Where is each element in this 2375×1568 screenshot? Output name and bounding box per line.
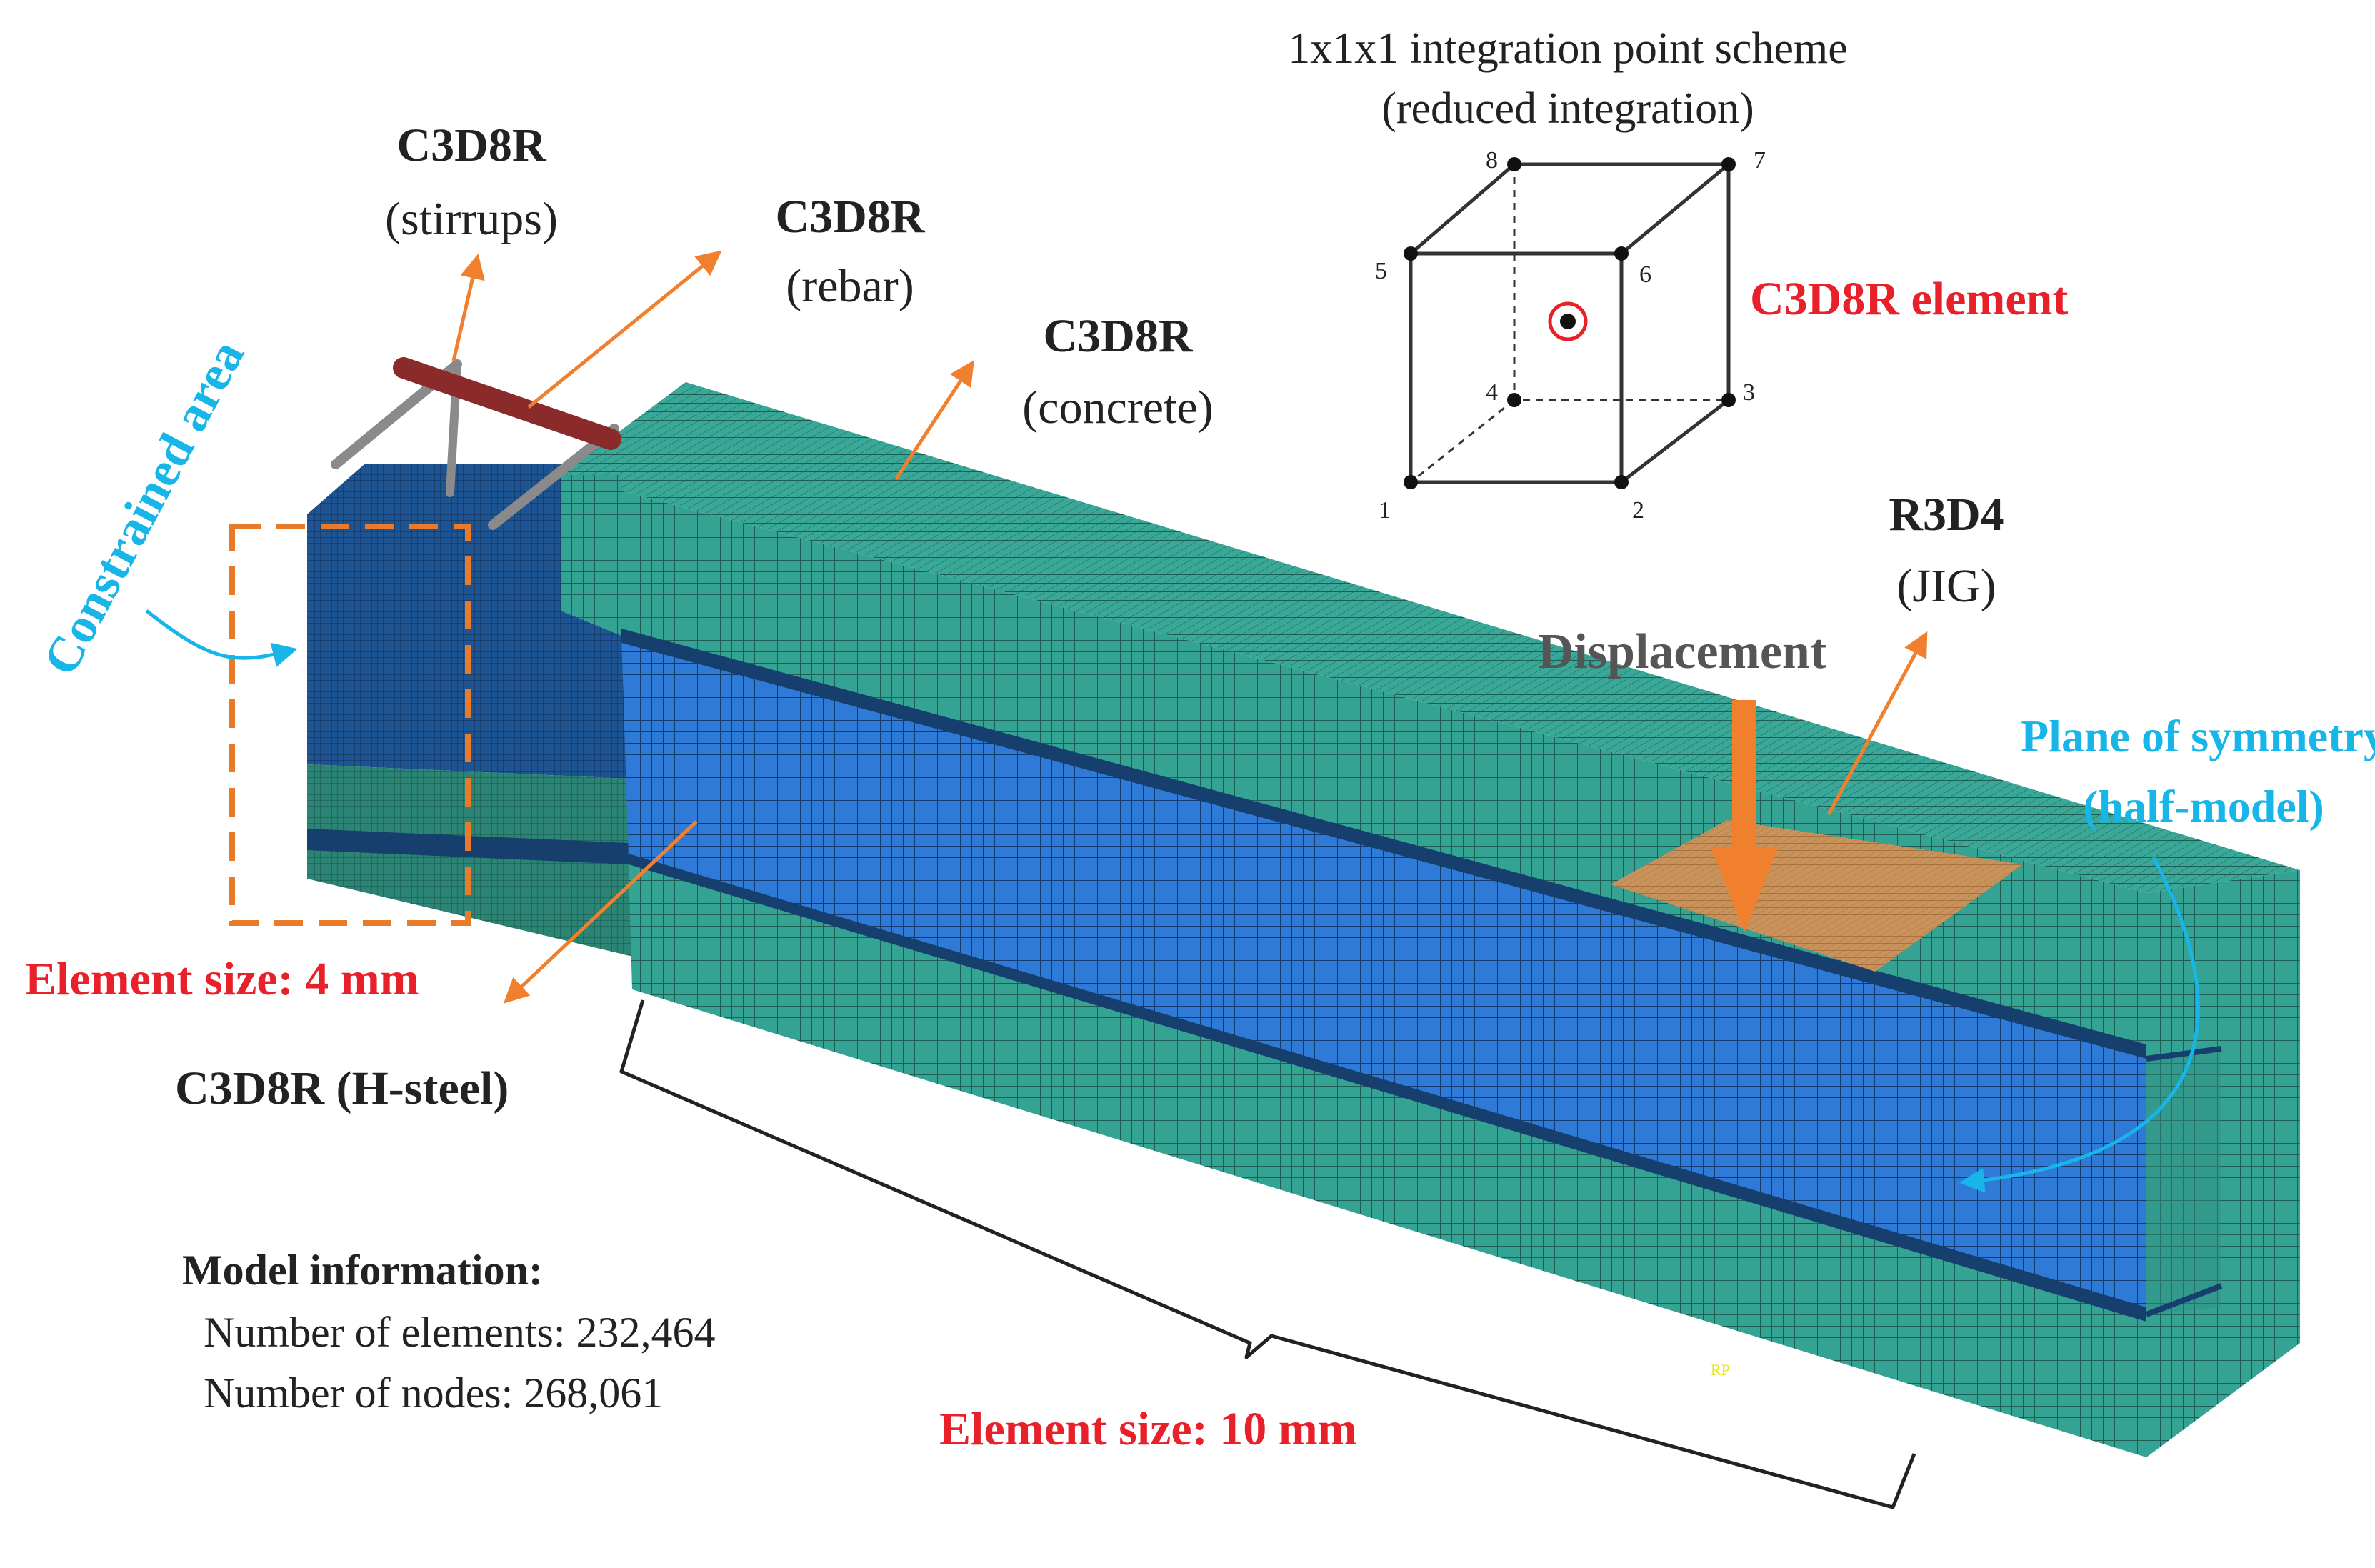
arrow-jig <box>1826 631 1928 816</box>
constrained-area-label: Constrained area <box>33 331 255 684</box>
rp-tag: RP <box>1711 1361 1730 1379</box>
symmetry-label-line1: Plane of symmetry <box>2021 711 2375 761</box>
node-label-6: 6 <box>1639 261 1651 288</box>
displacement-arrow-shaft <box>1732 700 1756 850</box>
beam-front-lower <box>629 864 2146 1457</box>
arrow-concrete <box>894 360 974 480</box>
beam-top-face <box>561 382 2300 893</box>
node-label-3: 3 <box>1743 379 1755 406</box>
arrow-symmetry <box>1959 856 2200 1193</box>
end-block-face-concrete <box>307 764 636 957</box>
arrow-constrained <box>145 609 298 667</box>
concrete-sub: (concrete) <box>1022 381 1213 434</box>
jig-sub: (JIG) <box>1896 560 1996 612</box>
integration-title-line1: 1x1x1 integration point scheme <box>1288 24 1847 73</box>
cube-front-face <box>1409 251 1624 484</box>
cube-node-4 <box>1507 393 1521 407</box>
cube-node-7 <box>1721 157 1736 171</box>
cube-nodes <box>1404 157 1736 489</box>
hsteel-web <box>621 636 2146 1314</box>
cube-top-back <box>1409 162 1734 255</box>
model-info-elements: Number of elements: 232,464 <box>204 1309 716 1356</box>
cube-node-8 <box>1507 157 1521 171</box>
element-size-bracket <box>619 999 1916 1509</box>
concrete-beam <box>561 382 2300 1457</box>
c3d8r-element-label: C3D8R element <box>1750 273 2068 325</box>
arrow-hsteel <box>503 820 698 1004</box>
constrained-area-box <box>229 524 471 926</box>
symmetry-label-line2: (half-model) <box>2083 781 2324 832</box>
cube-node-1 <box>1404 475 1418 489</box>
integration-point-dot <box>1560 314 1576 329</box>
model-info-heading: Model information: <box>182 1247 543 1294</box>
beam-right-end <box>2146 870 2300 1457</box>
element-size-10-label: Element size: 10 mm <box>939 1403 1357 1455</box>
stirrups-sub: (stirrups) <box>385 193 558 245</box>
integration-title-line2: (reduced integration) <box>1381 84 1754 133</box>
arrow-stirrups <box>451 254 485 361</box>
arrow-rebar <box>527 250 722 409</box>
cube-node-6 <box>1614 246 1629 261</box>
node-label-2: 2 <box>1632 497 1644 524</box>
node-label-5: 5 <box>1375 258 1387 284</box>
integration-point-ring <box>1548 301 1588 341</box>
rebar-title: C3D8R <box>776 191 926 243</box>
rebar-bar <box>393 357 621 450</box>
node-label-7: 7 <box>1754 147 1766 174</box>
cube-node-3 <box>1721 393 1736 407</box>
rebar-sub: (rebar) <box>786 260 914 312</box>
node-label-8: 8 <box>1486 147 1498 174</box>
cube-node-5 <box>1404 246 1418 261</box>
cube-right-back <box>1620 164 1731 484</box>
node-label-1: 1 <box>1379 497 1391 524</box>
cube-hidden-diag <box>1410 399 1515 484</box>
displacement-arrow-head <box>1711 847 1779 932</box>
reinforcement <box>331 357 621 530</box>
jig-title: R3D4 <box>1889 489 2004 541</box>
jig-plate <box>1611 820 2023 972</box>
hsteel-flange-top <box>621 629 2146 1059</box>
element-size-4-label: Element size: 4 mm <box>25 953 419 1005</box>
displacement-label: Displacement <box>1538 624 1826 679</box>
leader-arrows <box>145 250 2200 1193</box>
beam-right-end-steel <box>2146 1047 2221 1314</box>
model-info-nodes: Number of nodes: 268,061 <box>204 1369 663 1417</box>
hsteel-flange-bottom <box>629 854 2146 1323</box>
stirrups-title: C3D8R <box>397 119 547 171</box>
right-end-flange-bottom <box>2145 1283 2223 1317</box>
cube-node-2 <box>1614 475 1629 489</box>
hsteel-label: C3D8R (H-steel) <box>175 1062 509 1114</box>
right-end-flange-top <box>2146 1046 2222 1062</box>
node-label-4: 4 <box>1486 379 1498 406</box>
concrete-title: C3D8R <box>1044 310 1194 362</box>
